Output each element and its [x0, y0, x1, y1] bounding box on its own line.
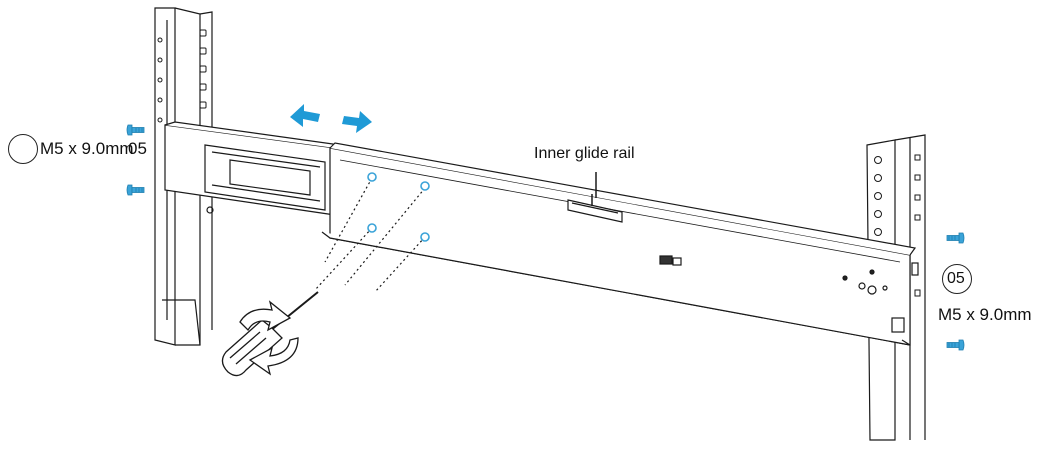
right-screw-quantity: 05 [947, 270, 965, 287]
screw-icon [126, 184, 145, 196]
rail-screw-holes [367, 172, 430, 242]
screw-icon [126, 124, 145, 136]
right-quantity-callout [942, 264, 972, 294]
outer-rail-section [164, 121, 342, 216]
inner-glide-rail [206, 142, 919, 346]
inner-glide-rail-label: Inner glide rail [534, 145, 635, 162]
screw-guide-lines [314, 177, 426, 293]
screw-icon [946, 339, 965, 351]
screwdriver-icon [221, 291, 319, 377]
rotate-icon [239, 300, 299, 376]
left-screw-spec: M5 x 9.0mm [40, 139, 134, 158]
double-horizontal-arrow-icon [290, 104, 372, 133]
left-screw-quantity: 05 [128, 139, 147, 158]
left-screws [126, 124, 145, 196]
left-post-holes [157, 29, 207, 123]
screw-icon [946, 232, 965, 244]
right-screw-spec: M5 x 9.0mm [938, 305, 1032, 324]
right-post-holes [874, 154, 921, 297]
left-quantity-callout [8, 134, 38, 164]
